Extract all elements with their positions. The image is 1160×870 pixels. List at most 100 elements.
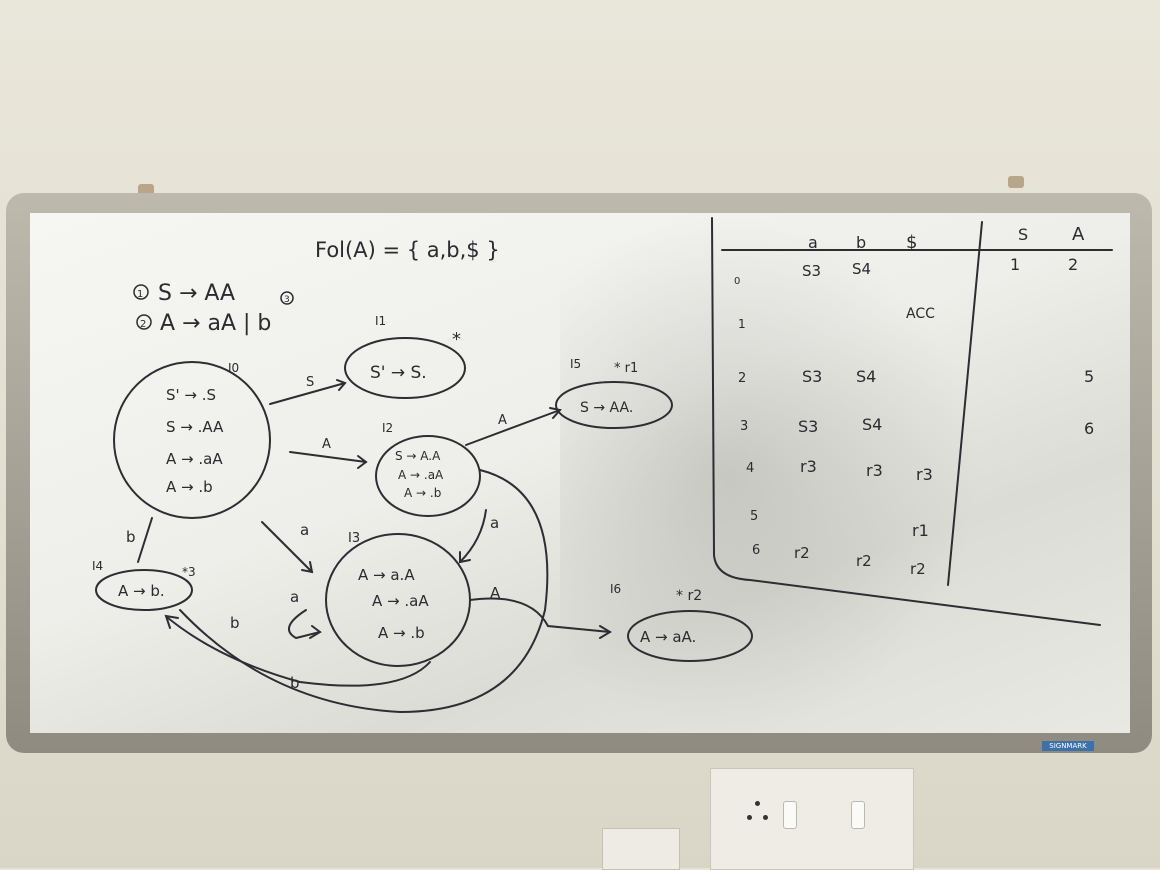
production-number-circle xyxy=(133,284,149,300)
table-cell: r2 xyxy=(856,552,872,570)
table-cell: r3 xyxy=(866,461,883,480)
transition-label: A xyxy=(322,437,331,452)
lr-item: A → .b xyxy=(378,624,425,642)
socket-switch[interactable] xyxy=(851,801,865,829)
table-cell: r3 xyxy=(800,457,817,476)
state-label: I5 xyxy=(570,357,581,371)
transition-arrow xyxy=(269,382,346,405)
table-cell: 5 xyxy=(1084,367,1094,386)
table-state: 2 xyxy=(738,371,746,386)
table-divider xyxy=(947,221,983,586)
transition-arrow xyxy=(137,517,153,563)
arrowhead xyxy=(459,551,471,564)
shadow xyxy=(560,213,980,733)
self-loop-arrow xyxy=(287,609,321,640)
transition-arrow xyxy=(261,521,313,573)
transition-label: S xyxy=(306,375,314,390)
table-cell: 1 xyxy=(1010,255,1020,274)
transition-arrow xyxy=(459,509,487,563)
table-state: 3 xyxy=(740,419,748,434)
table-cell: S4 xyxy=(852,260,871,278)
transition-arrow xyxy=(469,597,611,633)
state-i4-ellipse xyxy=(95,569,193,611)
state-mark: *3 xyxy=(182,565,196,579)
socket-hole xyxy=(755,801,760,806)
transition-label: a xyxy=(290,588,299,606)
lr-item: A → .b xyxy=(166,478,213,496)
lr-item: A → .b xyxy=(404,486,441,500)
state-label: I4 xyxy=(92,559,103,573)
transition-label: A xyxy=(498,413,507,428)
state-label: I3 xyxy=(348,531,360,546)
arrowhead xyxy=(599,625,612,639)
state-mark: * r2 xyxy=(676,588,702,604)
table-state: 0 xyxy=(734,276,740,287)
state-i5-ellipse xyxy=(555,381,673,429)
arrowhead xyxy=(549,407,562,419)
table-header: b xyxy=(856,233,866,252)
table-cell: 2 xyxy=(1068,255,1078,274)
transition-label: b xyxy=(126,528,136,546)
whiteboard-surface xyxy=(30,213,1130,733)
transition-arrow xyxy=(465,409,561,446)
transition-label: a xyxy=(300,521,309,539)
production-number-circle xyxy=(280,291,294,305)
state-mark: * r1 xyxy=(614,361,638,376)
state-label: I2 xyxy=(382,421,393,435)
transition-label: A xyxy=(490,584,501,602)
table-cell: r2 xyxy=(910,560,926,578)
socket-switch[interactable] xyxy=(783,801,797,829)
lr-item: S' → .S xyxy=(166,386,216,404)
state-mark: * xyxy=(452,329,461,350)
arrowhead xyxy=(301,561,314,574)
table-cell: S4 xyxy=(862,415,882,434)
lr-item: A → b. xyxy=(118,582,165,600)
table-cell: S4 xyxy=(856,367,876,386)
transition-label: b xyxy=(290,674,300,692)
state-label: I6 xyxy=(610,582,621,596)
table-header: a xyxy=(808,233,818,252)
wall-socket xyxy=(710,768,914,870)
table-cell: r1 xyxy=(912,521,929,540)
table-state: 1 xyxy=(738,317,746,331)
table-state: 5 xyxy=(750,509,758,524)
table-cell: S3 xyxy=(802,367,822,386)
lr-item: A → a.A xyxy=(358,566,415,584)
transition-arrow-head xyxy=(357,455,368,469)
table-cell: r2 xyxy=(794,544,810,562)
production-number: 1 xyxy=(137,289,143,300)
transition-arrow xyxy=(167,617,431,687)
production-number: 2 xyxy=(140,319,146,330)
table-header: $ xyxy=(906,232,917,253)
arrowhead xyxy=(309,625,322,639)
lr-item: A → .aA xyxy=(166,450,223,468)
transition-label: b xyxy=(230,614,240,632)
state-label: I1 xyxy=(375,314,386,328)
production-2: A → aA | b xyxy=(160,311,271,336)
table-cell: ACC xyxy=(906,306,935,322)
table-cell: S3 xyxy=(798,417,818,436)
state-i1-ellipse xyxy=(344,337,466,399)
brand-label: SIGNMARK xyxy=(1042,741,1094,751)
table-cell: r3 xyxy=(916,465,933,484)
socket-hole xyxy=(763,815,768,820)
transition-label: a xyxy=(490,514,499,532)
lr-item: S' → S. xyxy=(370,363,427,383)
state-i0-circle xyxy=(113,361,271,519)
lr-item: A → .aA xyxy=(372,592,429,610)
lr-item: S → AA. xyxy=(580,400,633,416)
arrowhead xyxy=(164,614,179,629)
socket-hole xyxy=(747,815,752,820)
transition-arrow xyxy=(289,451,367,463)
lr-item: A → .aA xyxy=(398,468,444,482)
table-header: S xyxy=(1018,225,1028,244)
lr-item: S → .AA xyxy=(166,418,224,436)
production-number-circle xyxy=(136,314,152,330)
table-border xyxy=(711,217,1101,626)
hook-right xyxy=(1008,176,1024,188)
state-i6-ellipse xyxy=(627,610,753,662)
production-1: S → AA xyxy=(158,281,235,306)
arrowhead xyxy=(336,379,347,391)
table-state: 6 xyxy=(752,543,760,558)
state-i2-ellipse xyxy=(375,435,481,517)
